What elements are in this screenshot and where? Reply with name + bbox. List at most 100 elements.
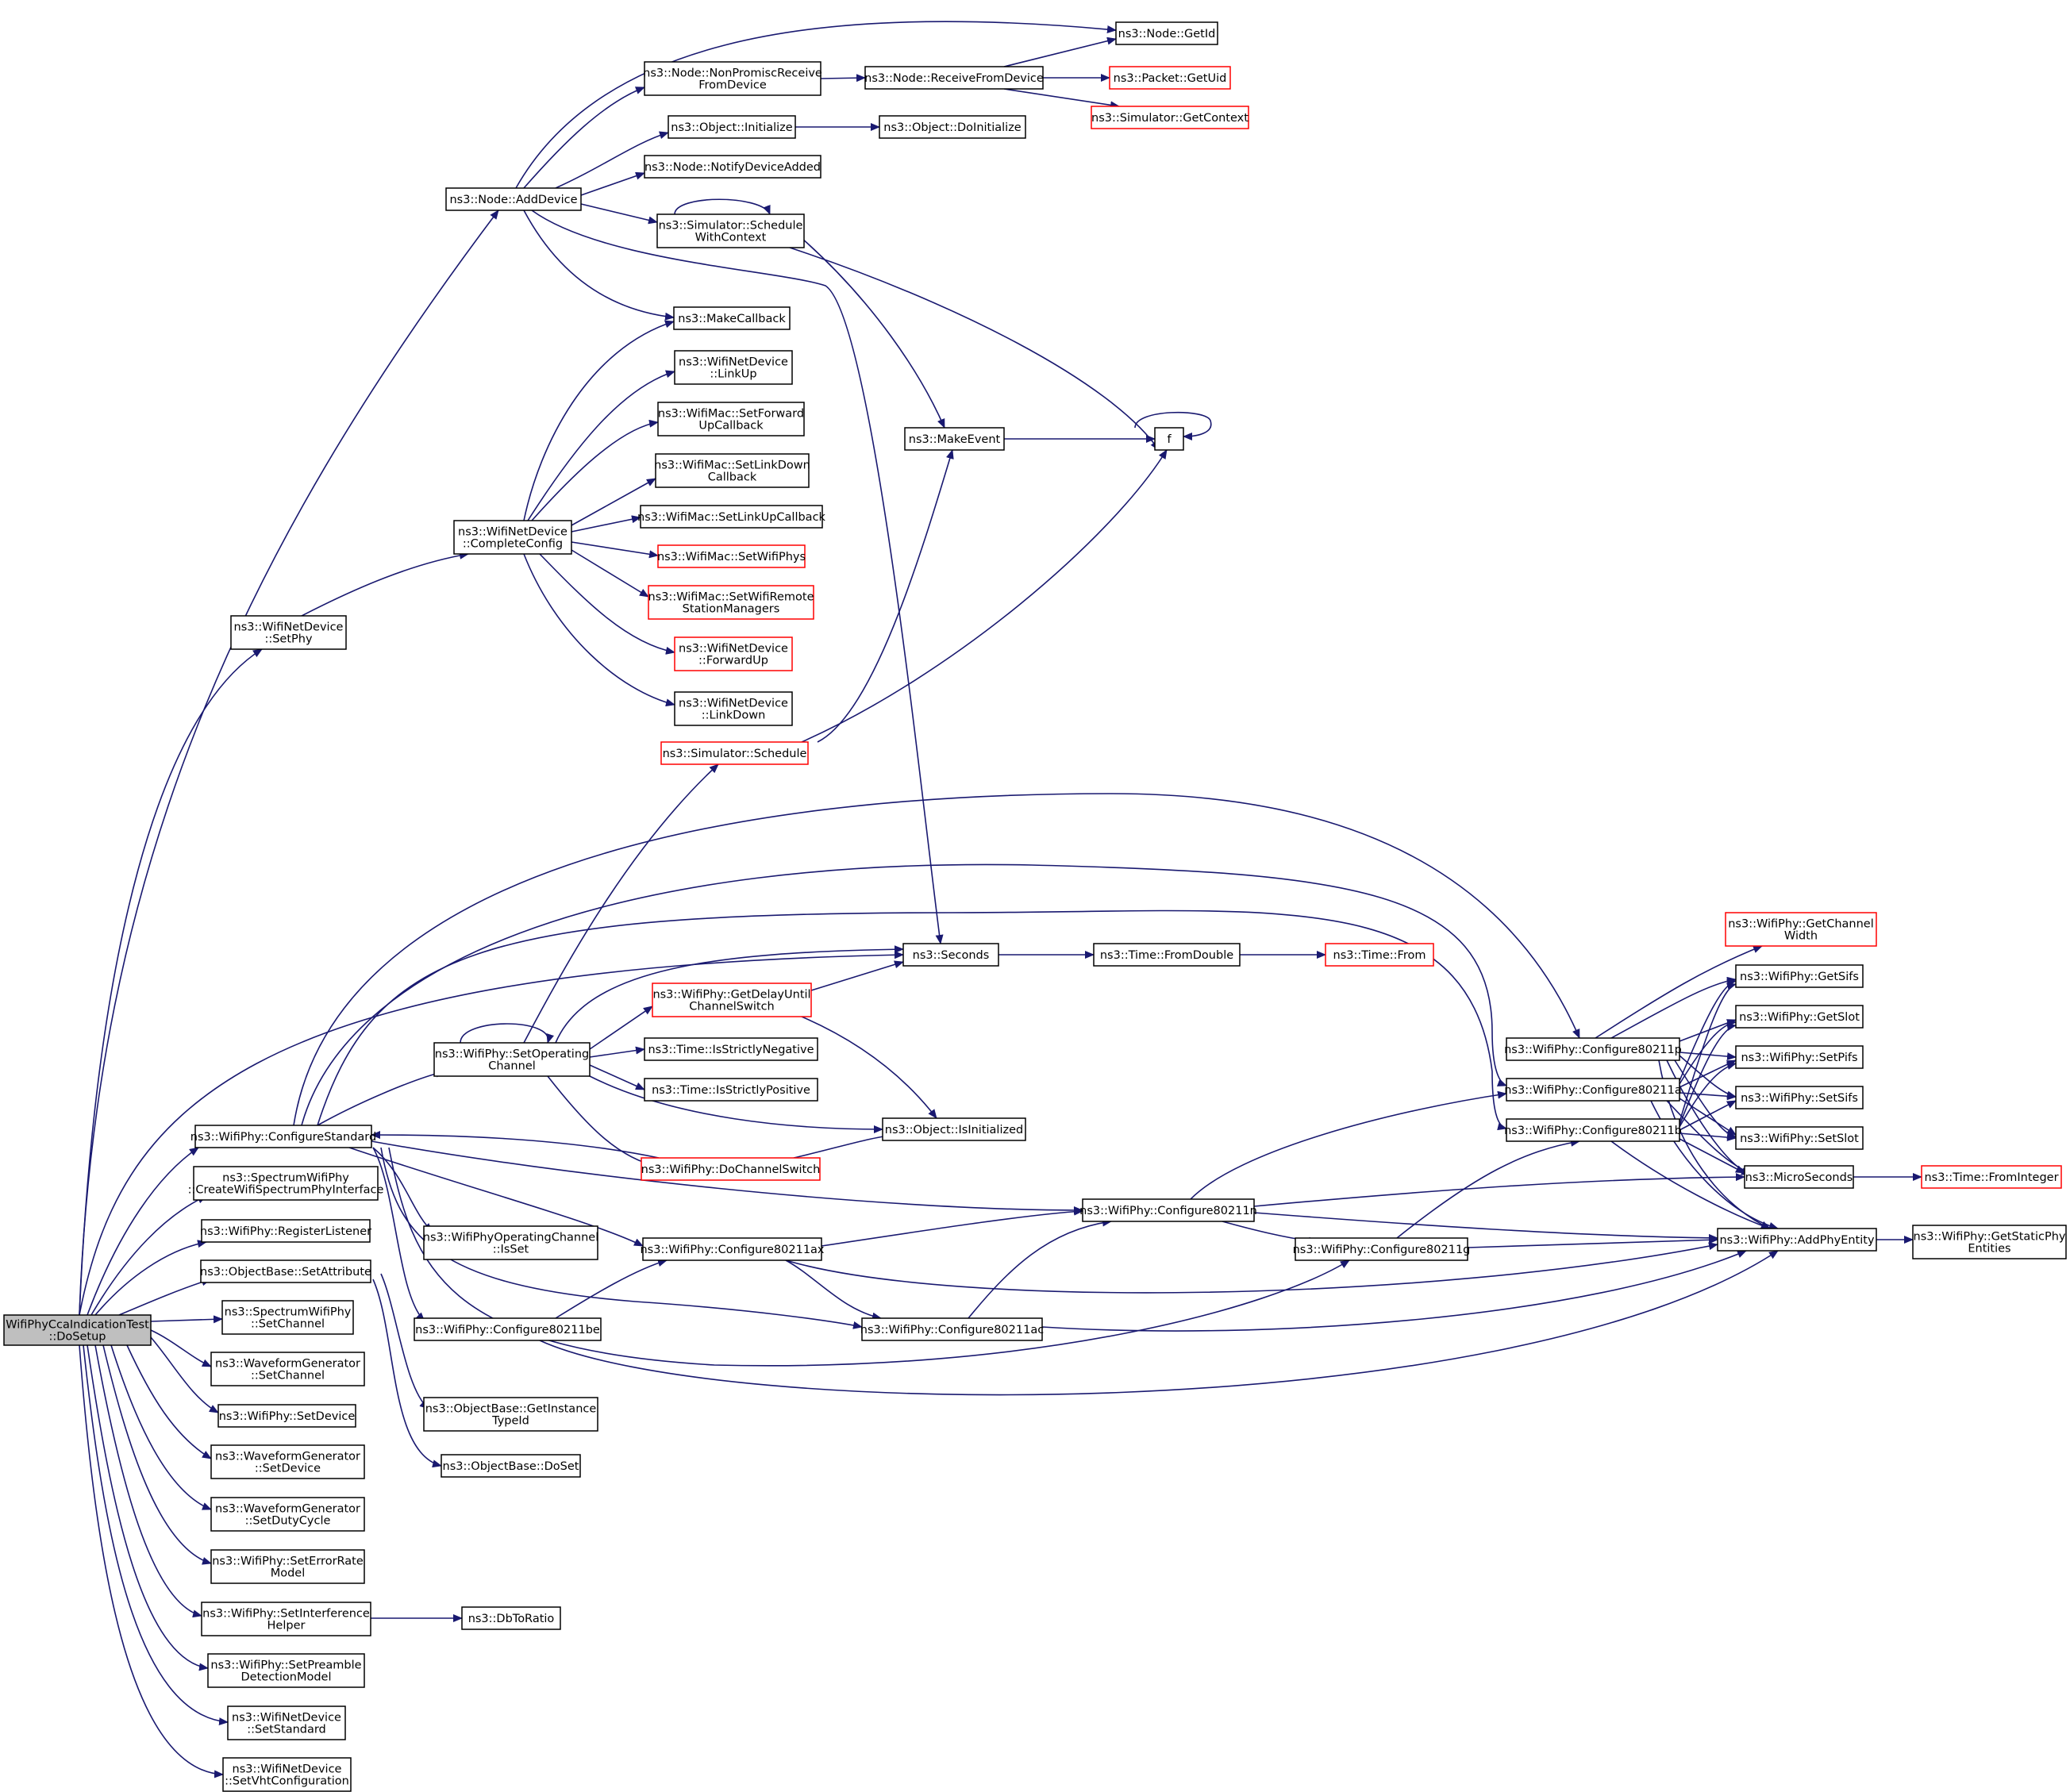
- node-box[interactable]: [461, 1606, 561, 1630]
- node-phy-getsifs[interactable]: ns3::WifiPhy::GetSifs: [1735, 964, 1864, 988]
- node-object-doinitialize[interactable]: ns3::Object::DoInitialize: [879, 115, 1026, 139]
- node-wnd-linkup[interactable]: ns3::WifiNetDevice::LinkUp: [674, 350, 793, 385]
- node-box[interactable]: [1154, 427, 1184, 451]
- node-object-initialize[interactable]: ns3::Object::Initialize: [668, 115, 796, 139]
- node-box[interactable]: [423, 1397, 598, 1432]
- node-sphy-setchannel[interactable]: ns3::SpectrumWifiPhy::SetChannel: [221, 1300, 354, 1335]
- node-seconds[interactable]: ns3::Seconds: [902, 943, 999, 967]
- node-phy-c80211ax[interactable]: ns3::WifiPhy::Configure80211ax: [640, 1237, 825, 1261]
- node-phy-c80211g[interactable]: ns3::WifiPhy::Configure80211g: [1293, 1237, 1471, 1261]
- node-box[interactable]: [1082, 1198, 1255, 1222]
- node-wnd-setvhtconfiguration[interactable]: ns3::WifiNetDevice::SetVhtConfiguration: [222, 1757, 352, 1792]
- node-time-isstrictlypositive[interactable]: ns3::Time::IsStrictlyPositive: [644, 1078, 818, 1102]
- node-box[interactable]: [674, 691, 793, 726]
- node-box[interactable]: [193, 1166, 379, 1201]
- node-wg-setchannel[interactable]: ns3::WaveformGenerator::SetChannel: [210, 1352, 365, 1386]
- node-box[interactable]: [1735, 1086, 1864, 1109]
- node-box[interactable]: [453, 520, 572, 555]
- node-box[interactable]: [673, 306, 791, 330]
- node-mac-setwifiphys[interactable]: ns3::WifiMac::SetWifiPhys: [657, 544, 806, 568]
- node-microseconds[interactable]: ns3::MicroSeconds: [1744, 1165, 1854, 1189]
- node-node-adddevice[interactable]: ns3::Node::AddDevice: [445, 187, 582, 211]
- node-wnd-setphy[interactable]: ns3::WifiNetDevice::SetPhy: [230, 615, 347, 650]
- node-sim-schedule[interactable]: ns3::Simulator::Schedule: [660, 741, 809, 765]
- node-box[interactable]: [423, 1225, 598, 1260]
- node-node-receivefromdevice[interactable]: ns3::Node::ReceiveFromDevice: [864, 66, 1044, 90]
- node-box[interactable]: [210, 1444, 365, 1479]
- node-phy-c80211ac[interactable]: ns3::WifiPhy::Configure80211ac: [860, 1317, 1044, 1341]
- node-box[interactable]: [641, 1157, 821, 1181]
- node-box[interactable]: [660, 741, 809, 765]
- node-box[interactable]: [864, 66, 1044, 90]
- node-box[interactable]: [644, 61, 821, 96]
- node-box[interactable]: [210, 1549, 365, 1584]
- node-box[interactable]: [655, 453, 810, 488]
- node-phy-setpifs[interactable]: ns3::WifiPhy::SetPifs: [1735, 1045, 1864, 1069]
- node-box[interactable]: [1735, 1045, 1864, 1069]
- node-makecallback[interactable]: ns3::MakeCallback: [673, 306, 791, 330]
- node-time-from[interactable]: ns3::Time::From: [1325, 943, 1434, 967]
- node-box[interactable]: [904, 427, 1005, 451]
- node-wg-setdevice[interactable]: ns3::WaveformGenerator::SetDevice: [210, 1444, 365, 1479]
- node-box[interactable]: [879, 115, 1026, 139]
- node-box[interactable]: [1115, 21, 1218, 45]
- node-phy-configurestandard[interactable]: ns3::WifiPhy::ConfigureStandard: [190, 1125, 376, 1148]
- node-f[interactable]: f: [1154, 427, 1184, 451]
- node-ob-setattribute[interactable]: ns3::ObjectBase::SetAttribute: [200, 1259, 371, 1283]
- node-box[interactable]: [1735, 1126, 1864, 1150]
- node-box[interactable]: [414, 1317, 602, 1341]
- node-box[interactable]: [1912, 1225, 2067, 1259]
- node-mac-setlinkupcallback[interactable]: ns3::WifiMac::SetLinkUpCallback: [637, 505, 826, 529]
- node-box[interactable]: [674, 350, 793, 385]
- node-box[interactable]: [201, 1219, 371, 1243]
- node-phy-registerlistener[interactable]: ns3::WifiPhy::RegisterListener: [200, 1219, 371, 1243]
- node-box[interactable]: [656, 213, 805, 248]
- node-box[interactable]: [640, 505, 823, 529]
- node-dbtoratio[interactable]: ns3::DbToRatio: [461, 1606, 561, 1630]
- node-box[interactable]: [668, 115, 796, 139]
- node-phy-c80211n[interactable]: ns3::WifiPhy::Configure80211n: [1079, 1198, 1257, 1222]
- node-box[interactable]: [1506, 1078, 1680, 1102]
- node-wnd-linkdown[interactable]: ns3::WifiNetDevice::LinkDown: [674, 691, 793, 726]
- node-time-frominteger[interactable]: ns3::Time::FromInteger: [1921, 1165, 2062, 1189]
- node-box[interactable]: [657, 544, 806, 568]
- node-box[interactable]: [210, 1352, 365, 1386]
- node-phy-c80211p[interactable]: ns3::WifiPhy::Configure80211p: [1504, 1037, 1682, 1061]
- node-phy-c80211a[interactable]: ns3::WifiPhy::Configure80211a: [1504, 1078, 1682, 1102]
- node-phy-c80211b[interactable]: ns3::WifiPhy::Configure80211b: [1504, 1118, 1682, 1142]
- node-phy-setdevice[interactable]: ns3::WifiPhy::SetDevice: [217, 1404, 356, 1428]
- node-box[interactable]: [1921, 1165, 2062, 1189]
- node-object-isinitialized[interactable]: ns3::Object::IsInitialized: [882, 1117, 1026, 1141]
- node-box[interactable]: [433, 1042, 591, 1077]
- node-opch-isset[interactable]: ns3::WifiPhyOperatingChannel::IsSet: [423, 1225, 598, 1260]
- node-box[interactable]: [1744, 1165, 1854, 1189]
- node-mac-setwifiremotestationmanagers[interactable]: ns3::WifiMac::SetWifiRemoteStationManage…: [648, 585, 814, 620]
- node-box[interactable]: [1725, 912, 1877, 947]
- node-node-getid[interactable]: ns3::Node::GetId: [1115, 21, 1218, 45]
- node-phy-dochannelswitch[interactable]: ns3::WifiPhy::DoChannelSwitch: [641, 1157, 821, 1181]
- node-box[interactable]: [1717, 1228, 1877, 1252]
- node-box[interactable]: [1325, 943, 1434, 967]
- node-packet-getuid[interactable]: ns3::Packet::GetUid: [1109, 66, 1231, 90]
- node-box[interactable]: [902, 943, 999, 967]
- node-phy-addphyentity[interactable]: ns3::WifiPhy::AddPhyEntity: [1717, 1228, 1877, 1252]
- node-time-isstrictlynegative[interactable]: ns3::Time::IsStrictlyNegative: [644, 1037, 818, 1061]
- node-box[interactable]: [674, 636, 793, 671]
- node-wnd-setstandard[interactable]: ns3::WifiNetDevice::SetStandard: [227, 1705, 346, 1740]
- node-box[interactable]: [1506, 1037, 1680, 1061]
- node-box[interactable]: [221, 1300, 354, 1335]
- node-box[interactable]: [200, 1259, 371, 1283]
- node-phy-setsifs[interactable]: ns3::WifiPhy::SetSifs: [1735, 1086, 1864, 1109]
